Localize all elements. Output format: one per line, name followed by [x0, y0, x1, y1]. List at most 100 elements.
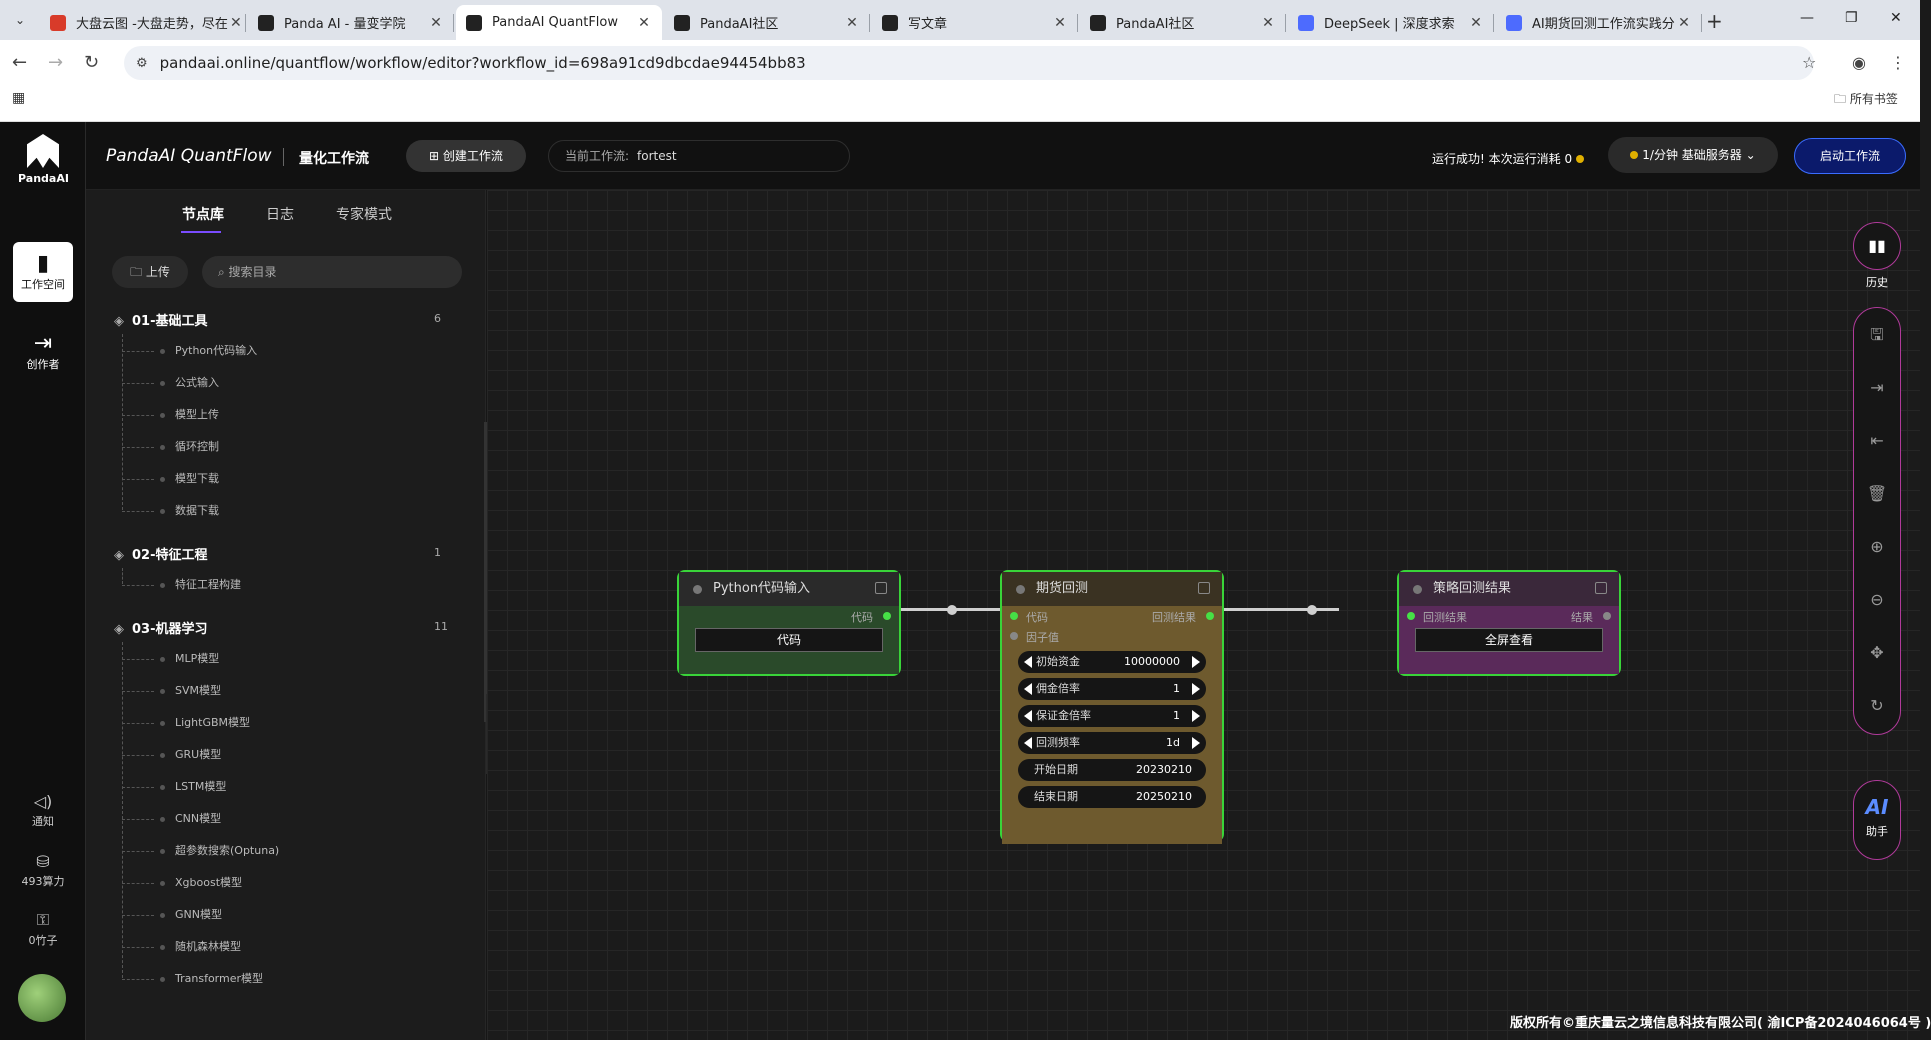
address-bar[interactable]: ⚙ pandaai.online/quantflow/workflow/edit… — [124, 46, 1814, 80]
browser-tab[interactable]: AI期货回测工作流实践分✕ — [1496, 5, 1702, 40]
workflow-canvas[interactable]: Python代码输入 代码 代码 期货回测 代码 — [487, 190, 1920, 1040]
close-tab-icon[interactable]: ✕ — [1054, 14, 1066, 31]
link-handle[interactable] — [947, 605, 957, 615]
node-item[interactable]: Transformer模型 — [122, 970, 263, 986]
profile-icon[interactable]: ◉ — [1852, 53, 1866, 72]
tree-group[interactable]: ◈03-机器学习 — [114, 622, 208, 637]
close-tab-icon[interactable]: ✕ — [638, 14, 650, 31]
node-strategy-result[interactable]: 策略回测结果 回测结果 结果 全屏查看 — [1397, 570, 1621, 676]
edit-icon[interactable] — [875, 582, 887, 594]
avatar[interactable] — [18, 974, 66, 1022]
close-tab-icon[interactable]: ✕ — [229, 14, 242, 31]
node-item[interactable]: GNN模型 — [122, 906, 222, 922]
zoom-out-icon[interactable]: ⊖ — [1870, 590, 1884, 609]
increment-arrow-icon[interactable] — [1192, 737, 1200, 749]
tree-group[interactable]: ◈01-基础工具 — [114, 314, 208, 329]
browser-tab[interactable]: Panda AI - 量变学院✕ — [248, 5, 454, 40]
increment-arrow-icon[interactable] — [1192, 710, 1200, 722]
node-item[interactable]: LightGBM模型 — [122, 714, 250, 730]
decrement-arrow-icon[interactable] — [1024, 737, 1032, 749]
minimize-icon[interactable]: — — [1800, 10, 1814, 26]
tab-log[interactable]: 日志 — [266, 207, 294, 223]
browser-menu-icon[interactable]: ⋮ — [1890, 53, 1906, 72]
node-item[interactable]: 数据下载 — [122, 502, 219, 518]
rail-creator[interactable]: ⇥ 创作者 — [13, 322, 73, 382]
close-tab-icon[interactable]: ✕ — [1262, 14, 1274, 31]
edit-icon[interactable] — [1595, 582, 1607, 594]
node-python-code[interactable]: Python代码输入 代码 代码 — [677, 570, 901, 676]
browser-tab[interactable]: PandaAI QuantFlow✕ — [456, 5, 662, 40]
all-bookmarks[interactable]: 🗀 所有书签 — [1834, 92, 1898, 106]
bookmark-star-icon[interactable]: ☆ — [1802, 53, 1817, 72]
increment-arrow-icon[interactable] — [1192, 656, 1200, 668]
node-item[interactable]: 特征工程构建 — [122, 576, 241, 592]
node-header[interactable]: 期货回测 — [1002, 572, 1222, 606]
back-icon[interactable]: ← — [12, 52, 28, 73]
node-item[interactable]: 随机森林模型 — [122, 938, 241, 954]
close-tab-icon[interactable]: ✕ — [430, 14, 442, 31]
close-tab-icon[interactable]: ✕ — [1678, 14, 1690, 31]
site-info-icon[interactable]: ⚙ — [136, 55, 148, 71]
restore-icon[interactable]: ❐ — [1845, 10, 1858, 26]
start-workflow-button[interactable]: 启动工作流 — [1794, 138, 1906, 174]
refresh-icon[interactable]: ↻ — [1870, 696, 1884, 715]
upload-button[interactable]: 🗀 上传 — [112, 256, 188, 288]
node-item[interactable]: 模型下载 — [122, 470, 219, 486]
browser-tab[interactable]: PandaAI社区✕ — [1080, 5, 1286, 40]
browser-tab[interactable]: DeepSeek | 深度求索✕ — [1288, 5, 1494, 40]
save-icon[interactable]: 🖫 — [1870, 325, 1884, 344]
tab-search-icon[interactable]: ⌄ — [14, 13, 26, 27]
server-select[interactable]: 1/分钟 基础服务器 ⌄ — [1608, 137, 1778, 173]
history-button[interactable]: ▮▮ — [1853, 222, 1901, 270]
delete-icon[interactable]: 🗑 — [1866, 484, 1888, 503]
node-item[interactable]: 公式输入 — [122, 374, 219, 390]
node-item[interactable]: 循环控制 — [122, 438, 219, 454]
rail-bamboo[interactable]: ⚿ 0竹子 — [0, 910, 86, 948]
increment-arrow-icon[interactable] — [1192, 683, 1200, 695]
export-icon[interactable]: ⇥ — [1870, 378, 1884, 397]
output-port[interactable] — [1603, 612, 1611, 620]
move-icon[interactable]: ✥ — [1870, 643, 1884, 662]
zoom-in-icon[interactable]: ⊕ — [1870, 537, 1884, 556]
link-code[interactable] — [883, 608, 1003, 611]
rail-compute[interactable]: ⛁ 493算力 — [0, 852, 86, 889]
node-item[interactable]: CNN模型 — [122, 810, 221, 826]
link-result[interactable] — [1209, 608, 1339, 611]
node-item[interactable]: Python代码输入 — [122, 342, 257, 358]
browser-tab[interactable]: 写文章✕ — [872, 5, 1078, 40]
decrement-arrow-icon[interactable] — [1024, 683, 1032, 695]
node-item[interactable]: LSTM模型 — [122, 778, 226, 794]
current-workflow-field[interactable]: 当前工作流:fortest — [548, 140, 850, 172]
reload-icon[interactable]: ↻ — [84, 52, 100, 73]
node-item[interactable]: SVM模型 — [122, 682, 221, 698]
pandaai-logo[interactable]: PandaAI — [18, 134, 69, 185]
output-port-result[interactable] — [1206, 612, 1214, 620]
node-item[interactable]: 超参数搜索(Optuna) — [122, 842, 279, 858]
new-tab-button[interactable]: + — [1706, 9, 1723, 33]
browser-tab[interactable]: 大盘云图 -大盘走势，尽在✕ — [40, 5, 246, 40]
node-header[interactable]: Python代码输入 — [679, 572, 899, 606]
node-item[interactable]: GRU模型 — [122, 746, 221, 762]
panel-scrollbar[interactable] — [484, 422, 487, 722]
fullscreen-view-button[interactable]: 全屏查看 — [1415, 628, 1603, 652]
input-port-result[interactable] — [1407, 612, 1415, 620]
close-tab-icon[interactable]: ✕ — [1470, 14, 1482, 31]
search-input[interactable]: ⌕ 搜索目录 — [202, 256, 462, 288]
tab-node-library[interactable]: 节点库 — [182, 207, 224, 223]
close-tab-icon[interactable]: ✕ — [846, 14, 858, 31]
output-port[interactable] — [883, 612, 891, 620]
input-port-code[interactable] — [1010, 612, 1018, 620]
input-port-factor[interactable] — [1010, 632, 1018, 640]
node-header[interactable]: 策略回测结果 — [1399, 572, 1619, 606]
tab-expert-mode[interactable]: 专家模式 — [336, 207, 392, 223]
edit-icon[interactable] — [1198, 582, 1210, 594]
link-handle[interactable] — [1307, 605, 1317, 615]
decrement-arrow-icon[interactable] — [1024, 710, 1032, 722]
browser-tab[interactable]: PandaAI社区✕ — [664, 5, 870, 40]
close-window-icon[interactable]: ✕ — [1890, 10, 1902, 26]
